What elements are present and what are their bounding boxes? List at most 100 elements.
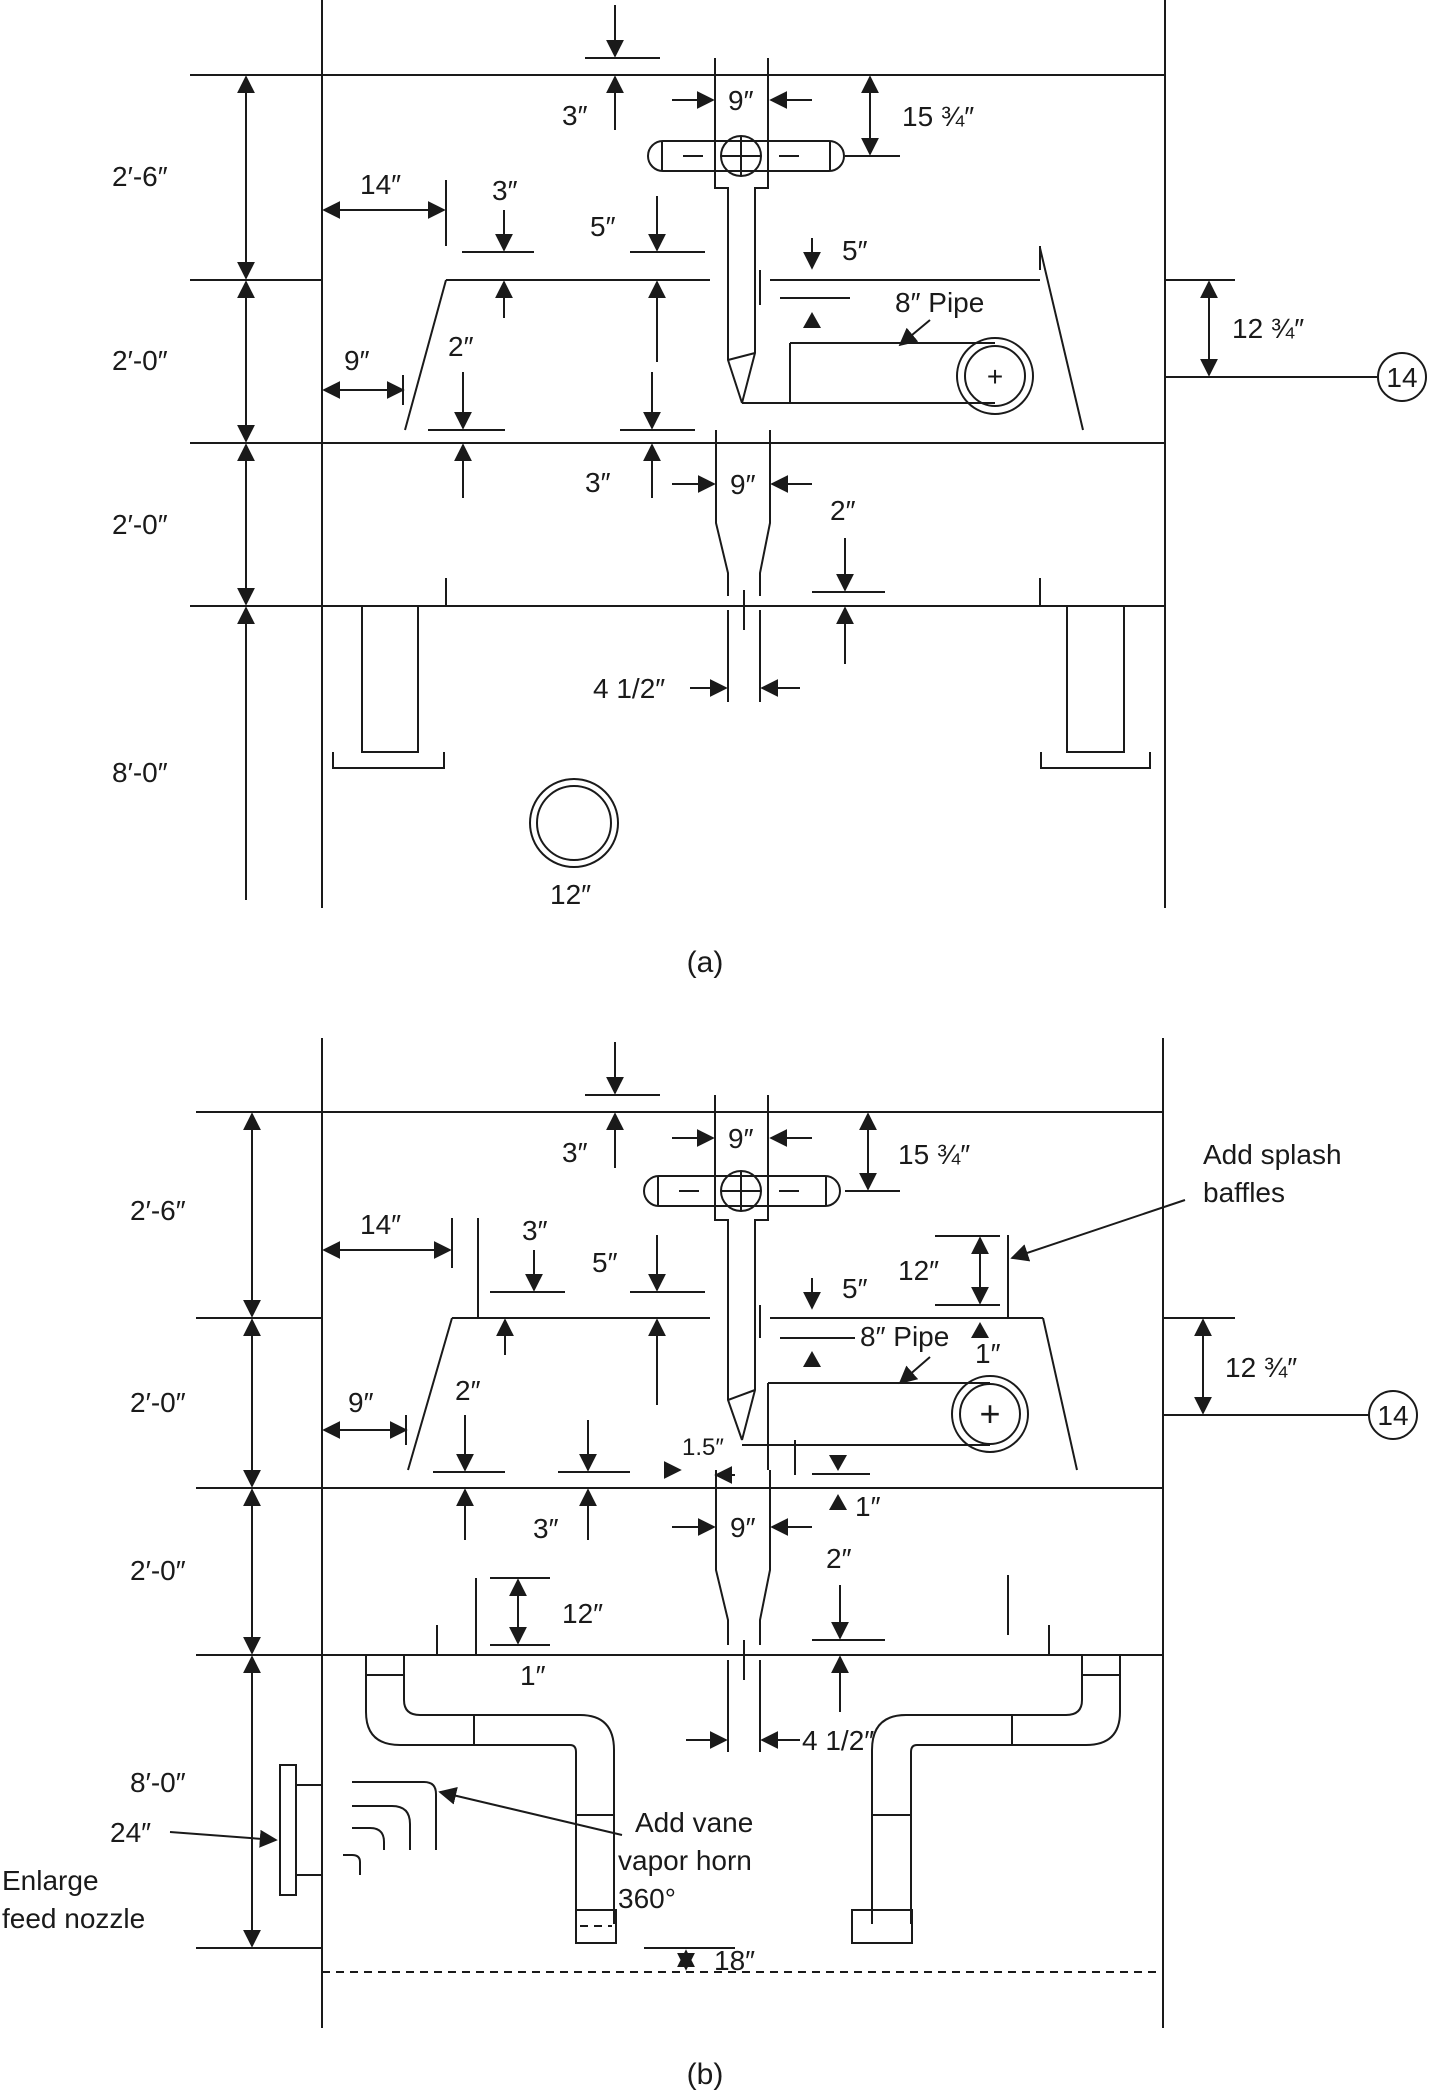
- dim-downcomer-width-lower: 9″: [730, 1512, 756, 1543]
- feed-nozzle-outer: [529, 778, 619, 868]
- dim-gap-right: 5″: [842, 1273, 868, 1304]
- dim-downcomer-gap: 3″: [562, 100, 588, 131]
- figure-caption: (b): [687, 2058, 724, 2091]
- downcomer-lower: [715, 430, 771, 596]
- note-vapor-horn: vapor horn: [618, 1845, 752, 1876]
- dim-nozzle-elevation: 12 ¾″: [1232, 313, 1304, 344]
- dim-pipe-rise: 15 ¾″: [902, 101, 974, 132]
- dim-tray-spacing-top: 2′-6″: [112, 161, 168, 192]
- arrow-down-marker: [829, 1455, 847, 1471]
- dim-weir-height: 3″: [522, 1215, 548, 1246]
- dim-nozzle-elevation: 12 ¾″: [1225, 1352, 1297, 1383]
- weir-slope-right: [1039, 247, 1084, 431]
- arrow-up-marker: [971, 1322, 989, 1338]
- dim-pipe-rise: 15 ¾″: [898, 1139, 970, 1170]
- weir-slope-right: [1042, 1317, 1078, 1471]
- sump-right: [1040, 606, 1151, 769]
- dim-tray-spacing-top: 2′-6″: [130, 1195, 186, 1226]
- tray-number-bubble: [1377, 352, 1427, 402]
- dim-slot-width: 4 1/2″: [802, 1725, 874, 1756]
- downcomer-top: [714, 58, 769, 404]
- weir-slope-left: [407, 1317, 453, 1471]
- tray-number-bubble: [1368, 1390, 1418, 1440]
- feed-nozzle-inner: [536, 785, 612, 861]
- note-splash-baffles: Add splash: [1203, 1139, 1342, 1170]
- figure-b: +: [2, 1038, 1418, 2091]
- feed-nozzle-size: 12″: [550, 879, 591, 910]
- arrow-up-marker: [803, 312, 821, 328]
- note-enlarge-feed: feed nozzle: [2, 1903, 145, 1934]
- note-enlarge-feed: Enlarge: [2, 1865, 99, 1896]
- pipe-8-end-outer: [951, 1375, 1029, 1453]
- dim-tray-spacing-lower: 2′-0″: [112, 509, 168, 540]
- leader-arrow: [1010, 1199, 1186, 1262]
- dim-gap-lower: 3″: [585, 467, 611, 498]
- pipe-8-end-inner: [959, 1383, 1021, 1445]
- arrow-up-marker: [829, 1494, 847, 1510]
- pipe-label: 8″ Pipe: [860, 1321, 949, 1352]
- seal-leg-left: [365, 1655, 615, 1924]
- figure-a: + 2′-6″ 2′-0″ 2′-0″ 8′-0″ 14″ 9″: [112, 0, 1427, 979]
- dim-gap-lower: 3″: [533, 1513, 559, 1544]
- vapor-horn-vane: [352, 1781, 437, 1850]
- dim-downcomer-clearance: 9″: [348, 1387, 374, 1418]
- dim-weir-height: 3″: [492, 175, 518, 206]
- sump-left: [332, 606, 445, 769]
- pipe-label: 8″ Pipe: [895, 287, 984, 318]
- feed-nozzle-flange: [279, 1764, 297, 1896]
- dim-seal-right: 2″: [830, 495, 856, 526]
- dim-gap-left: 5″: [592, 1247, 618, 1278]
- dim-lower-baffle-height: 12″: [562, 1598, 603, 1629]
- note-vapor-horn: 360°: [618, 1883, 676, 1914]
- dim-weir-offset: 14″: [360, 1209, 401, 1240]
- dim-lower-baffle-gap: 1″: [520, 1660, 546, 1691]
- leader-arrow: [898, 1356, 931, 1385]
- note-vapor-horn: Add vane: [635, 1807, 753, 1838]
- pipe-8-end-inner: [964, 345, 1026, 407]
- dim-gap-right: 5″: [842, 235, 868, 266]
- figure-caption: (a): [687, 946, 724, 979]
- arrow-up-marker: [803, 1351, 821, 1367]
- seal-leg-right: [871, 1655, 1121, 1924]
- seal-leg-foot-left: [575, 1909, 617, 1944]
- dim-tray-spacing-upper: 2′-0″: [112, 345, 168, 376]
- pipe-8-end-outer: [956, 337, 1034, 415]
- dim-seal-left: 2″: [448, 331, 474, 362]
- seal-leg-foot-right: [851, 1909, 913, 1944]
- leader-arrow: [898, 319, 931, 347]
- plus-icon: +: [979, 1393, 1000, 1434]
- tray-number: 14: [1377, 1400, 1408, 1431]
- dim-bottom-section: 8′-0″: [112, 757, 168, 788]
- weir-slope-left: [404, 279, 447, 431]
- vapor-horn-vane: [343, 1854, 361, 1875]
- dim-tray-spacing-upper: 2′-0″: [130, 1387, 186, 1418]
- dim-tray-spacing-lower: 2′-0″: [130, 1555, 186, 1586]
- header-pipe: [647, 140, 845, 172]
- dim-weir-offset: 14″: [360, 169, 401, 200]
- feed-nozzle-body: [295, 1784, 323, 1876]
- dim-bottom-section: 8′-0″: [130, 1767, 186, 1798]
- vapor-horn-vane: [352, 1805, 411, 1850]
- dim-downcomer-width: 9″: [728, 1123, 754, 1154]
- dim-downcomer-width-lower: 9″: [730, 469, 756, 500]
- dim-baffle-height: 12″: [898, 1255, 939, 1286]
- dim-slot-width: 4 1/2″: [593, 673, 665, 704]
- dim-downcomer-width: 9″: [728, 85, 754, 116]
- tray-number: 14: [1386, 362, 1417, 393]
- dim-seal-right: 2″: [826, 1543, 852, 1574]
- downcomer-top: [714, 1095, 769, 1441]
- dim-downcomer-clearance: 9″: [344, 345, 370, 376]
- vapor-horn-vane: [352, 1827, 385, 1850]
- downcomer-lower: [715, 1470, 771, 1645]
- note-splash-baffles: baffles: [1203, 1177, 1285, 1208]
- dim-gap-left: 5″: [590, 211, 616, 242]
- dim-seal-left: 2″: [455, 1375, 481, 1406]
- feed-nozzle-size: 24″: [110, 1817, 151, 1848]
- leader-arrow: [438, 1786, 623, 1836]
- leader-arrow: [169, 1829, 278, 1848]
- dim-bottom-clearance: 18″: [714, 1945, 755, 1976]
- dim-gap-right-small: 1″: [855, 1491, 881, 1522]
- dim-downcomer-gap: 3″: [562, 1137, 588, 1168]
- plus-icon: +: [987, 361, 1003, 392]
